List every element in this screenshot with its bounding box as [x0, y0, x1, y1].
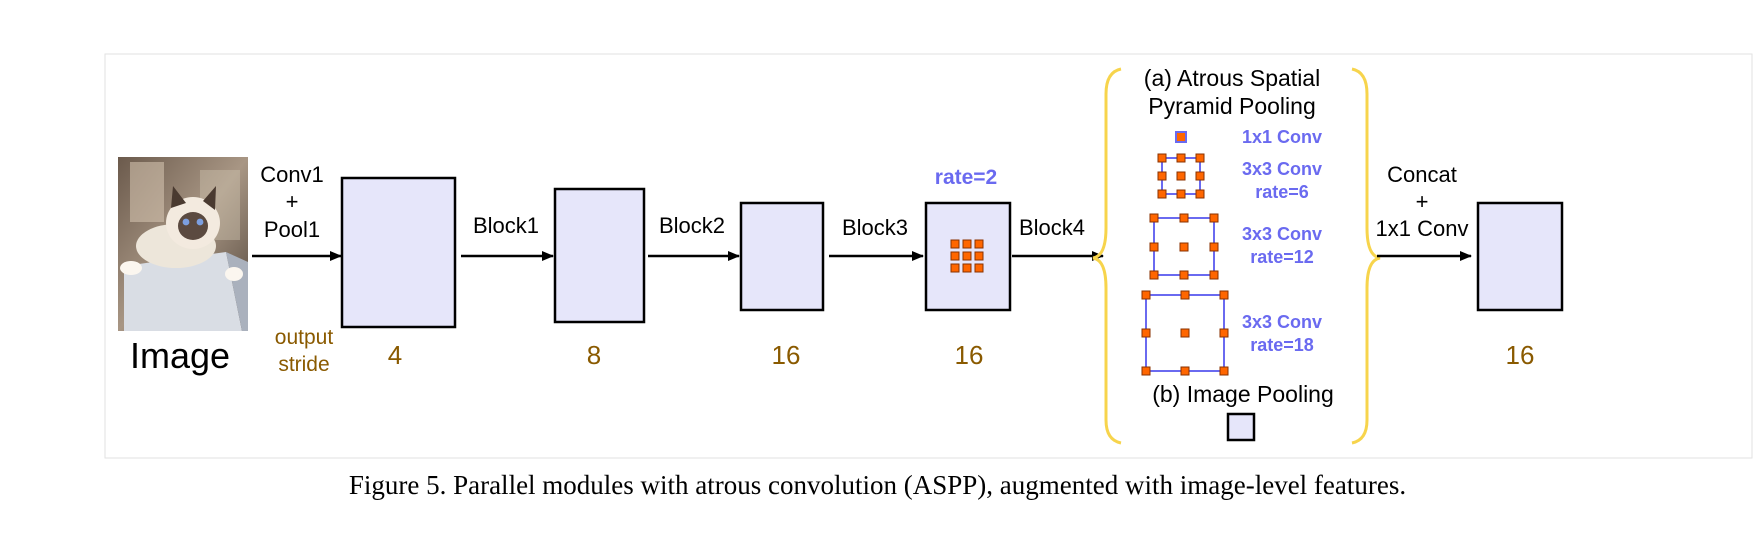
atrous-kernel-rate2 — [950, 239, 984, 273]
output-stride-label-2: stride — [278, 353, 329, 376]
conv-rate18-label-2: rate=18 — [1250, 335, 1314, 355]
stem-label-pool1: Pool1 — [264, 217, 320, 242]
image-pooling-box — [1226, 412, 1256, 442]
concat-plus: + — [1416, 189, 1429, 214]
block3-label: Block3 — [842, 215, 908, 240]
final-stride-value: 16 — [1506, 340, 1535, 370]
figure-caption: Figure 5. Parallel modules with atrous c… — [348, 470, 1407, 500]
rate-label: rate=2 — [935, 166, 997, 189]
feature-map-1 — [340, 176, 457, 329]
aspp-title-line2: Pyramid Pooling — [1148, 93, 1315, 119]
kernel-3x3-rate12 — [1149, 213, 1219, 280]
aspp-right-brace — [1351, 67, 1381, 445]
stride-value-2: 8 — [587, 340, 601, 370]
concat-1x1-conv: 1x1 Conv — [1376, 216, 1469, 241]
final-feature-map — [1476, 201, 1564, 312]
output-stride-label-1: output — [275, 326, 334, 349]
conv-rate18-label-1: 3x3 Conv — [1242, 312, 1322, 332]
feature-map-3 — [739, 201, 825, 312]
block2-label: Block2 — [659, 213, 725, 238]
image-pooling-label: (b) Image Pooling — [1152, 381, 1334, 407]
concat-label: Concat — [1387, 162, 1457, 187]
aspp-left-brace — [1092, 67, 1122, 445]
cat-photo-icon — [118, 157, 248, 331]
stride-value-4: 16 — [955, 340, 984, 370]
block4-label: Block4 — [1019, 215, 1085, 240]
kernel-3x3-rate6 — [1157, 153, 1205, 199]
block1-label: Block1 — [473, 213, 539, 238]
conv-rate12-label-2: rate=12 — [1250, 247, 1314, 267]
feature-map-2 — [553, 187, 646, 324]
stride-value-1: 4 — [388, 340, 402, 370]
stride-value-3: 16 — [772, 340, 801, 370]
stem-label-plus: + — [286, 189, 299, 214]
kernel-3x3-rate18 — [1141, 290, 1229, 376]
stem-label-conv1: Conv1 — [260, 162, 324, 187]
conv-rate12-label-1: 3x3 Conv — [1242, 224, 1322, 244]
image-label: Image — [130, 335, 230, 376]
conv-rate6-label-2: rate=6 — [1255, 182, 1309, 202]
aspp-title-line1: (a) Atrous Spatial — [1144, 65, 1320, 91]
conv-rate6-label-1: 3x3 Conv — [1242, 159, 1322, 179]
conv-1x1-label: 1x1 Conv — [1242, 127, 1322, 147]
kernel-1x1 — [1175, 131, 1187, 143]
